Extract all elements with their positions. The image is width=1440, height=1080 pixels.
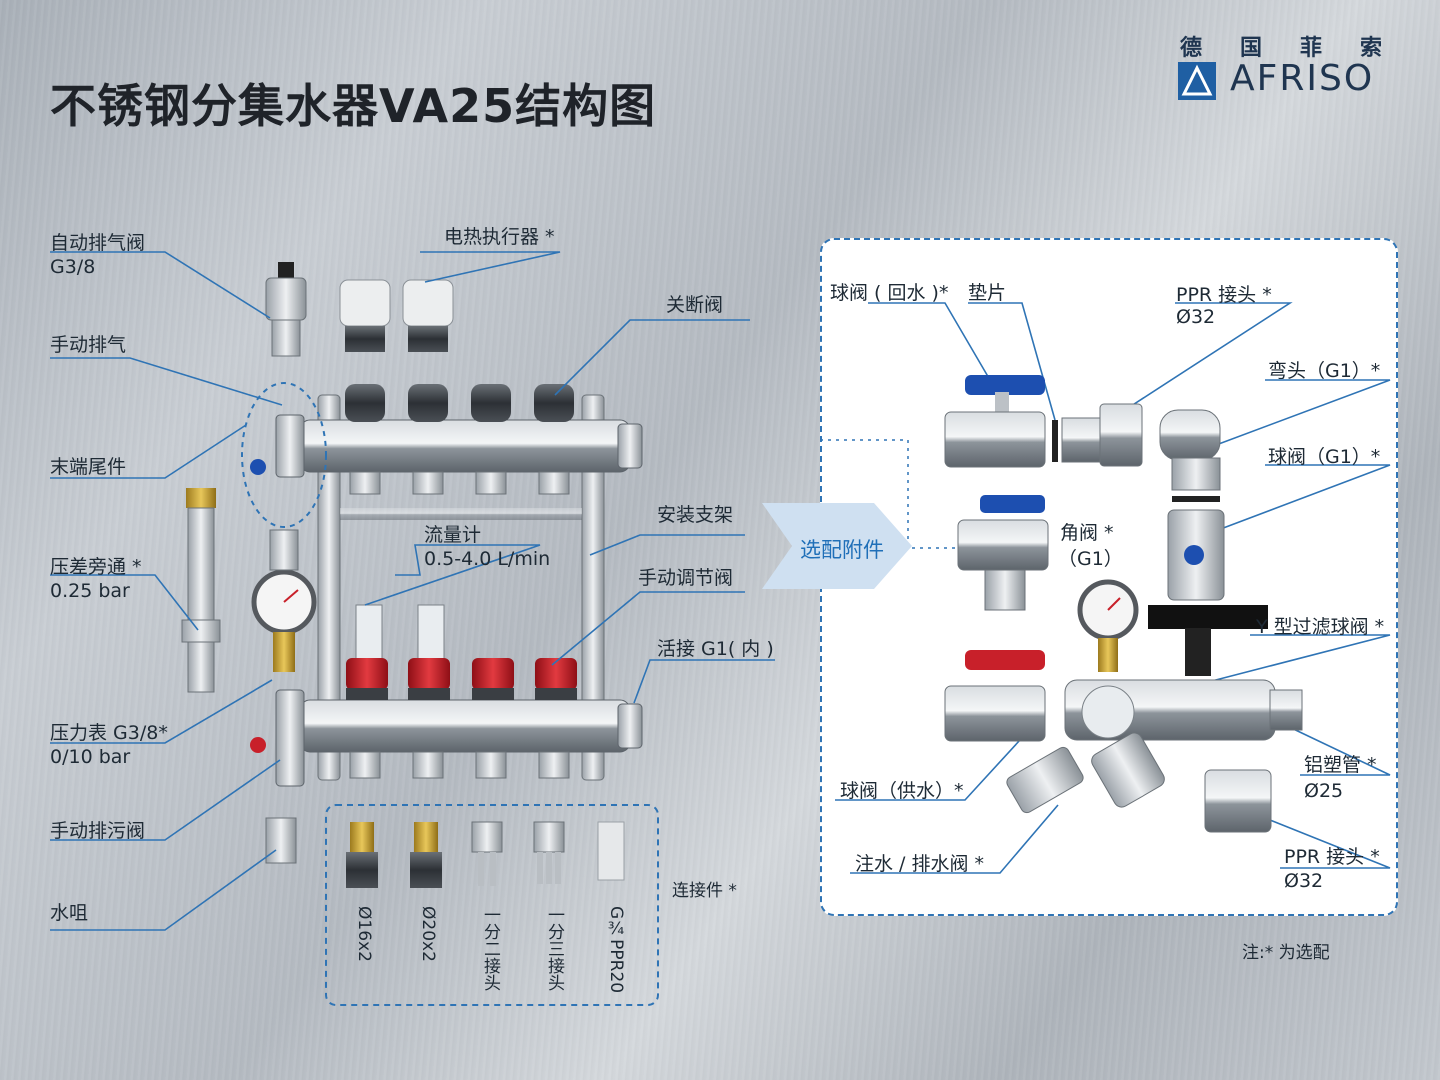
ball-valve-supply [944, 650, 1046, 742]
brand-en: AFRISO [1230, 58, 1375, 99]
label-ppr-bottom: PPR 接头 * [1284, 846, 1380, 868]
label-manual-vent: 手动排气 [50, 334, 127, 356]
manual-adjust-valves [346, 658, 577, 700]
optional-accessories-tag: 选配附件 [800, 538, 884, 562]
label-end-fitting: 末端尾件 [50, 456, 127, 478]
label-al-pipe: 铝塑管 * [1304, 754, 1377, 776]
thermal-actuators [339, 279, 454, 352]
connector-two-way: 一分二接头 [480, 906, 500, 991]
label-auto-air-vent: 自动排气阀 [50, 232, 146, 254]
label-bypass: 压差旁通 * [50, 556, 142, 578]
supply-outlets [349, 471, 570, 495]
label-water-nozzle: 水咀 [50, 902, 89, 924]
return-manifold-bar [275, 689, 643, 787]
ball-valve-return [944, 375, 1046, 468]
brand-cn: 德国菲索 [1180, 36, 1421, 61]
optional-accessories-panel [820, 238, 1398, 916]
label-ball-valve-return: 球阀 ( 回水 )* [830, 282, 949, 304]
leader-lines [50, 251, 1391, 931]
label-fill-drain-valve: 注水 / 排水阀 * [855, 853, 985, 875]
label-ball-valve-g1: 球阀（G1）* [1268, 446, 1381, 468]
label-angle-valve: 角阀 * [1060, 522, 1114, 544]
shutoff-valve-caps [345, 384, 574, 422]
gasket-part [1052, 420, 1058, 462]
label-al-pipe-size: Ø25 [1304, 780, 1344, 802]
label-elbow: 弯头（G1）* [1268, 360, 1381, 382]
connector-three-way: 一分三接头 [544, 906, 564, 991]
connector-16x2: Ø16x2 [354, 906, 374, 962]
label-gauge-range: 0/10 bar [50, 746, 131, 768]
connector-ppr20: G¾PPR20 [606, 906, 626, 994]
label-pressure-gauge: 压力表 G3/8* [50, 722, 168, 744]
water-nozzle [265, 817, 297, 864]
mounting-bracket [317, 394, 605, 781]
return-outlets [349, 751, 570, 779]
footnote: 注:* 为选配 [1242, 943, 1330, 963]
angle-valve [957, 495, 1049, 611]
label-y-filter: Y 型过滤球阀 * [1256, 616, 1385, 638]
label-bypass-value: 0.25 bar [50, 580, 130, 602]
label-union: 活接 G1( 内 ) [657, 638, 774, 660]
connector-20x2: Ø20x2 [418, 906, 438, 962]
page-title: 不锈钢分集水器VA25结构图 [50, 79, 657, 133]
label-ppr-top-size: Ø32 [1176, 306, 1216, 328]
supply-manifold-bar [275, 414, 643, 478]
label-actuator: 电热执行器 * [444, 226, 555, 248]
label-auto-air-vent-size: G3/8 [50, 256, 96, 278]
ppr-union-bottom [1204, 769, 1272, 833]
y-filter-ball-valve [1006, 605, 1303, 814]
label-bracket: 安装支架 [657, 504, 734, 526]
ppr-union-top [1061, 403, 1143, 467]
label-flowmeter: 流量计 [424, 524, 482, 546]
panel-pressure-gauge [1077, 579, 1139, 672]
label-ppr-top: PPR 接头 * [1176, 284, 1272, 306]
pressure-gauge [251, 529, 317, 672]
label-ball-valve-supply: 球阀（供水）* [840, 780, 964, 802]
label-flowmeter-range: 0.5-4.0 L/min [424, 548, 551, 570]
label-ppr-bottom-size: Ø32 [1284, 870, 1324, 892]
differential-bypass [181, 488, 221, 693]
label-gasket: 垫片 [968, 282, 1007, 304]
elbow-g1 [1159, 409, 1221, 491]
optional-accessories-arrow [762, 503, 912, 589]
label-shutoff-valve: 关断阀 [666, 294, 724, 316]
label-angle-valve-size: （G1） [1058, 548, 1123, 570]
afriso-logo-icon [1178, 62, 1216, 100]
auto-air-vent [265, 262, 307, 357]
label-drain-valve: 手动排污阀 [50, 820, 146, 842]
label-manual-adjust-valve: 手动调节阀 [638, 567, 734, 589]
connector-fittings [346, 821, 625, 888]
ball-valve-g1 [1167, 509, 1225, 601]
label-connectors: 连接件 * [672, 881, 737, 901]
flowmeters [355, 604, 445, 661]
